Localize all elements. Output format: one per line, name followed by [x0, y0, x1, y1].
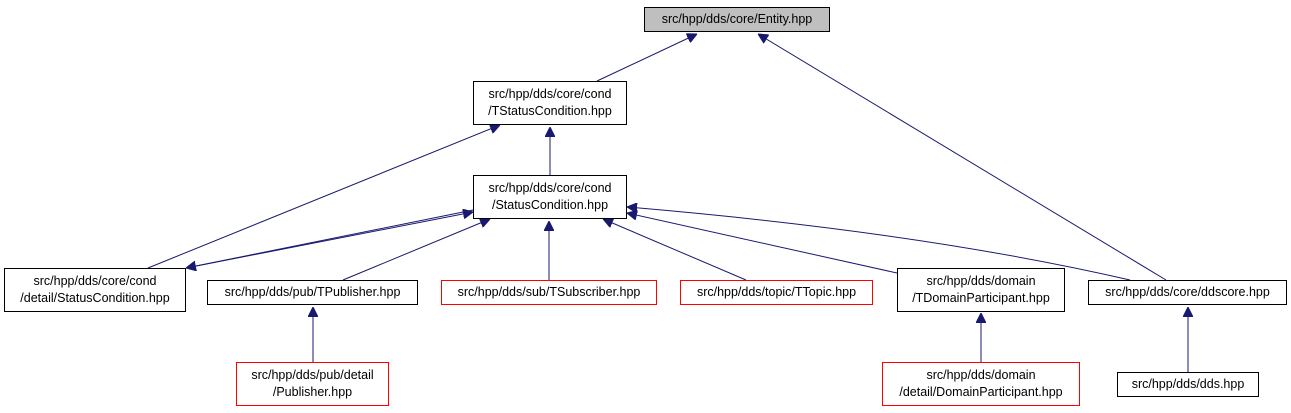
node-statuscondition-hpp[interactable]: src/hpp/dds/core/cond /StatusCondition.h…: [473, 175, 627, 219]
node-tsubscriber-hpp-line1: src/hpp/dds/sub/TSubscriber.hpp: [457, 285, 641, 299]
node-tstatuscondition-hpp-line2: /TStatusCondition.hpp: [488, 104, 612, 118]
node-statuscondition-hpp-line2: /StatusCondition.hpp: [491, 198, 609, 212]
node-statuscondition-hpp-line1: src/hpp/dds/core/cond: [488, 181, 612, 195]
node-dds-hpp-line1: src/hpp/dds/dds.hpp: [1131, 377, 1245, 391]
node-pub-detail-publisher-hpp-line2: /Publisher.hpp: [272, 385, 353, 399]
node-tdomainparticipant-hpp[interactable]: src/hpp/dds/domain /TDomainParticipant.h…: [897, 268, 1065, 312]
node-domain-detail-domainparticipant-hpp[interactable]: src/hpp/dds/domain /detail/DomainPartici…: [882, 362, 1080, 406]
node-tstatuscondition-hpp-line1: src/hpp/dds/core/cond: [488, 87, 612, 101]
edge-tdomain-to-status: [627, 213, 898, 274]
node-tdomainparticipant-hpp-line2: /TDomainParticipant.hpp: [912, 291, 1050, 305]
edge-ddscore-to-status: [627, 207, 1131, 281]
node-tdomainparticipant-hpp-line1: src/hpp/dds/domain: [926, 274, 1036, 288]
node-detail-statuscondition-hpp-line2: /detail/StatusCondition.hpp: [20, 291, 170, 305]
edge-ttopic-to-status: [603, 219, 747, 281]
node-entity-hpp: src/hpp/dds/core/Entity.hpp: [644, 7, 830, 32]
edge-tstatus-to-entity: [596, 34, 697, 82]
node-detail-statuscondition-hpp[interactable]: src/hpp/dds/core/cond /detail/StatusCond…: [4, 268, 186, 312]
node-domain-detail-domainparticipant-hpp-line1: src/hpp/dds/domain: [926, 368, 1036, 382]
node-tpublisher-hpp[interactable]: src/hpp/dds/pub/TPublisher.hpp: [207, 280, 418, 305]
node-ddscore-hpp[interactable]: src/hpp/dds/core/ddscore.hpp: [1088, 280, 1287, 305]
node-entity-hpp-line1: src/hpp/dds/core/Entity.hpp: [661, 12, 813, 26]
node-detail-statuscondition-hpp-line1: src/hpp/dds/core/cond: [33, 274, 157, 288]
edge-tpub-to-status: [342, 219, 490, 281]
edge-status-to-detailsc: [186, 209, 474, 268]
edge-ddscore-to-entity: [758, 34, 1167, 281]
node-tsubscriber-hpp[interactable]: src/hpp/dds/sub/TSubscriber.hpp: [441, 280, 657, 305]
node-ttopic-hpp-line1: src/hpp/dds/topic/TTopic.hpp: [696, 285, 857, 299]
node-ttopic-hpp[interactable]: src/hpp/dds/topic/TTopic.hpp: [680, 280, 873, 305]
node-tpublisher-hpp-line1: src/hpp/dds/pub/TPublisher.hpp: [224, 285, 401, 299]
node-tstatuscondition-hpp[interactable]: src/hpp/dds/core/cond /TStatusCondition.…: [473, 81, 627, 125]
node-pub-detail-publisher-hpp[interactable]: src/hpp/dds/pub/detail /Publisher.hpp: [236, 362, 389, 406]
node-pub-detail-publisher-hpp-line1: src/hpp/dds/pub/detail: [251, 368, 374, 382]
node-domain-detail-domainparticipant-hpp-line2: /detail/DomainParticipant.hpp: [899, 385, 1063, 399]
node-dds-hpp[interactable]: src/hpp/dds/dds.hpp: [1117, 372, 1259, 397]
node-ddscore-hpp-line1: src/hpp/dds/core/ddscore.hpp: [1105, 285, 1270, 299]
edge-detailsc-to-tstatus: [147, 125, 500, 269]
